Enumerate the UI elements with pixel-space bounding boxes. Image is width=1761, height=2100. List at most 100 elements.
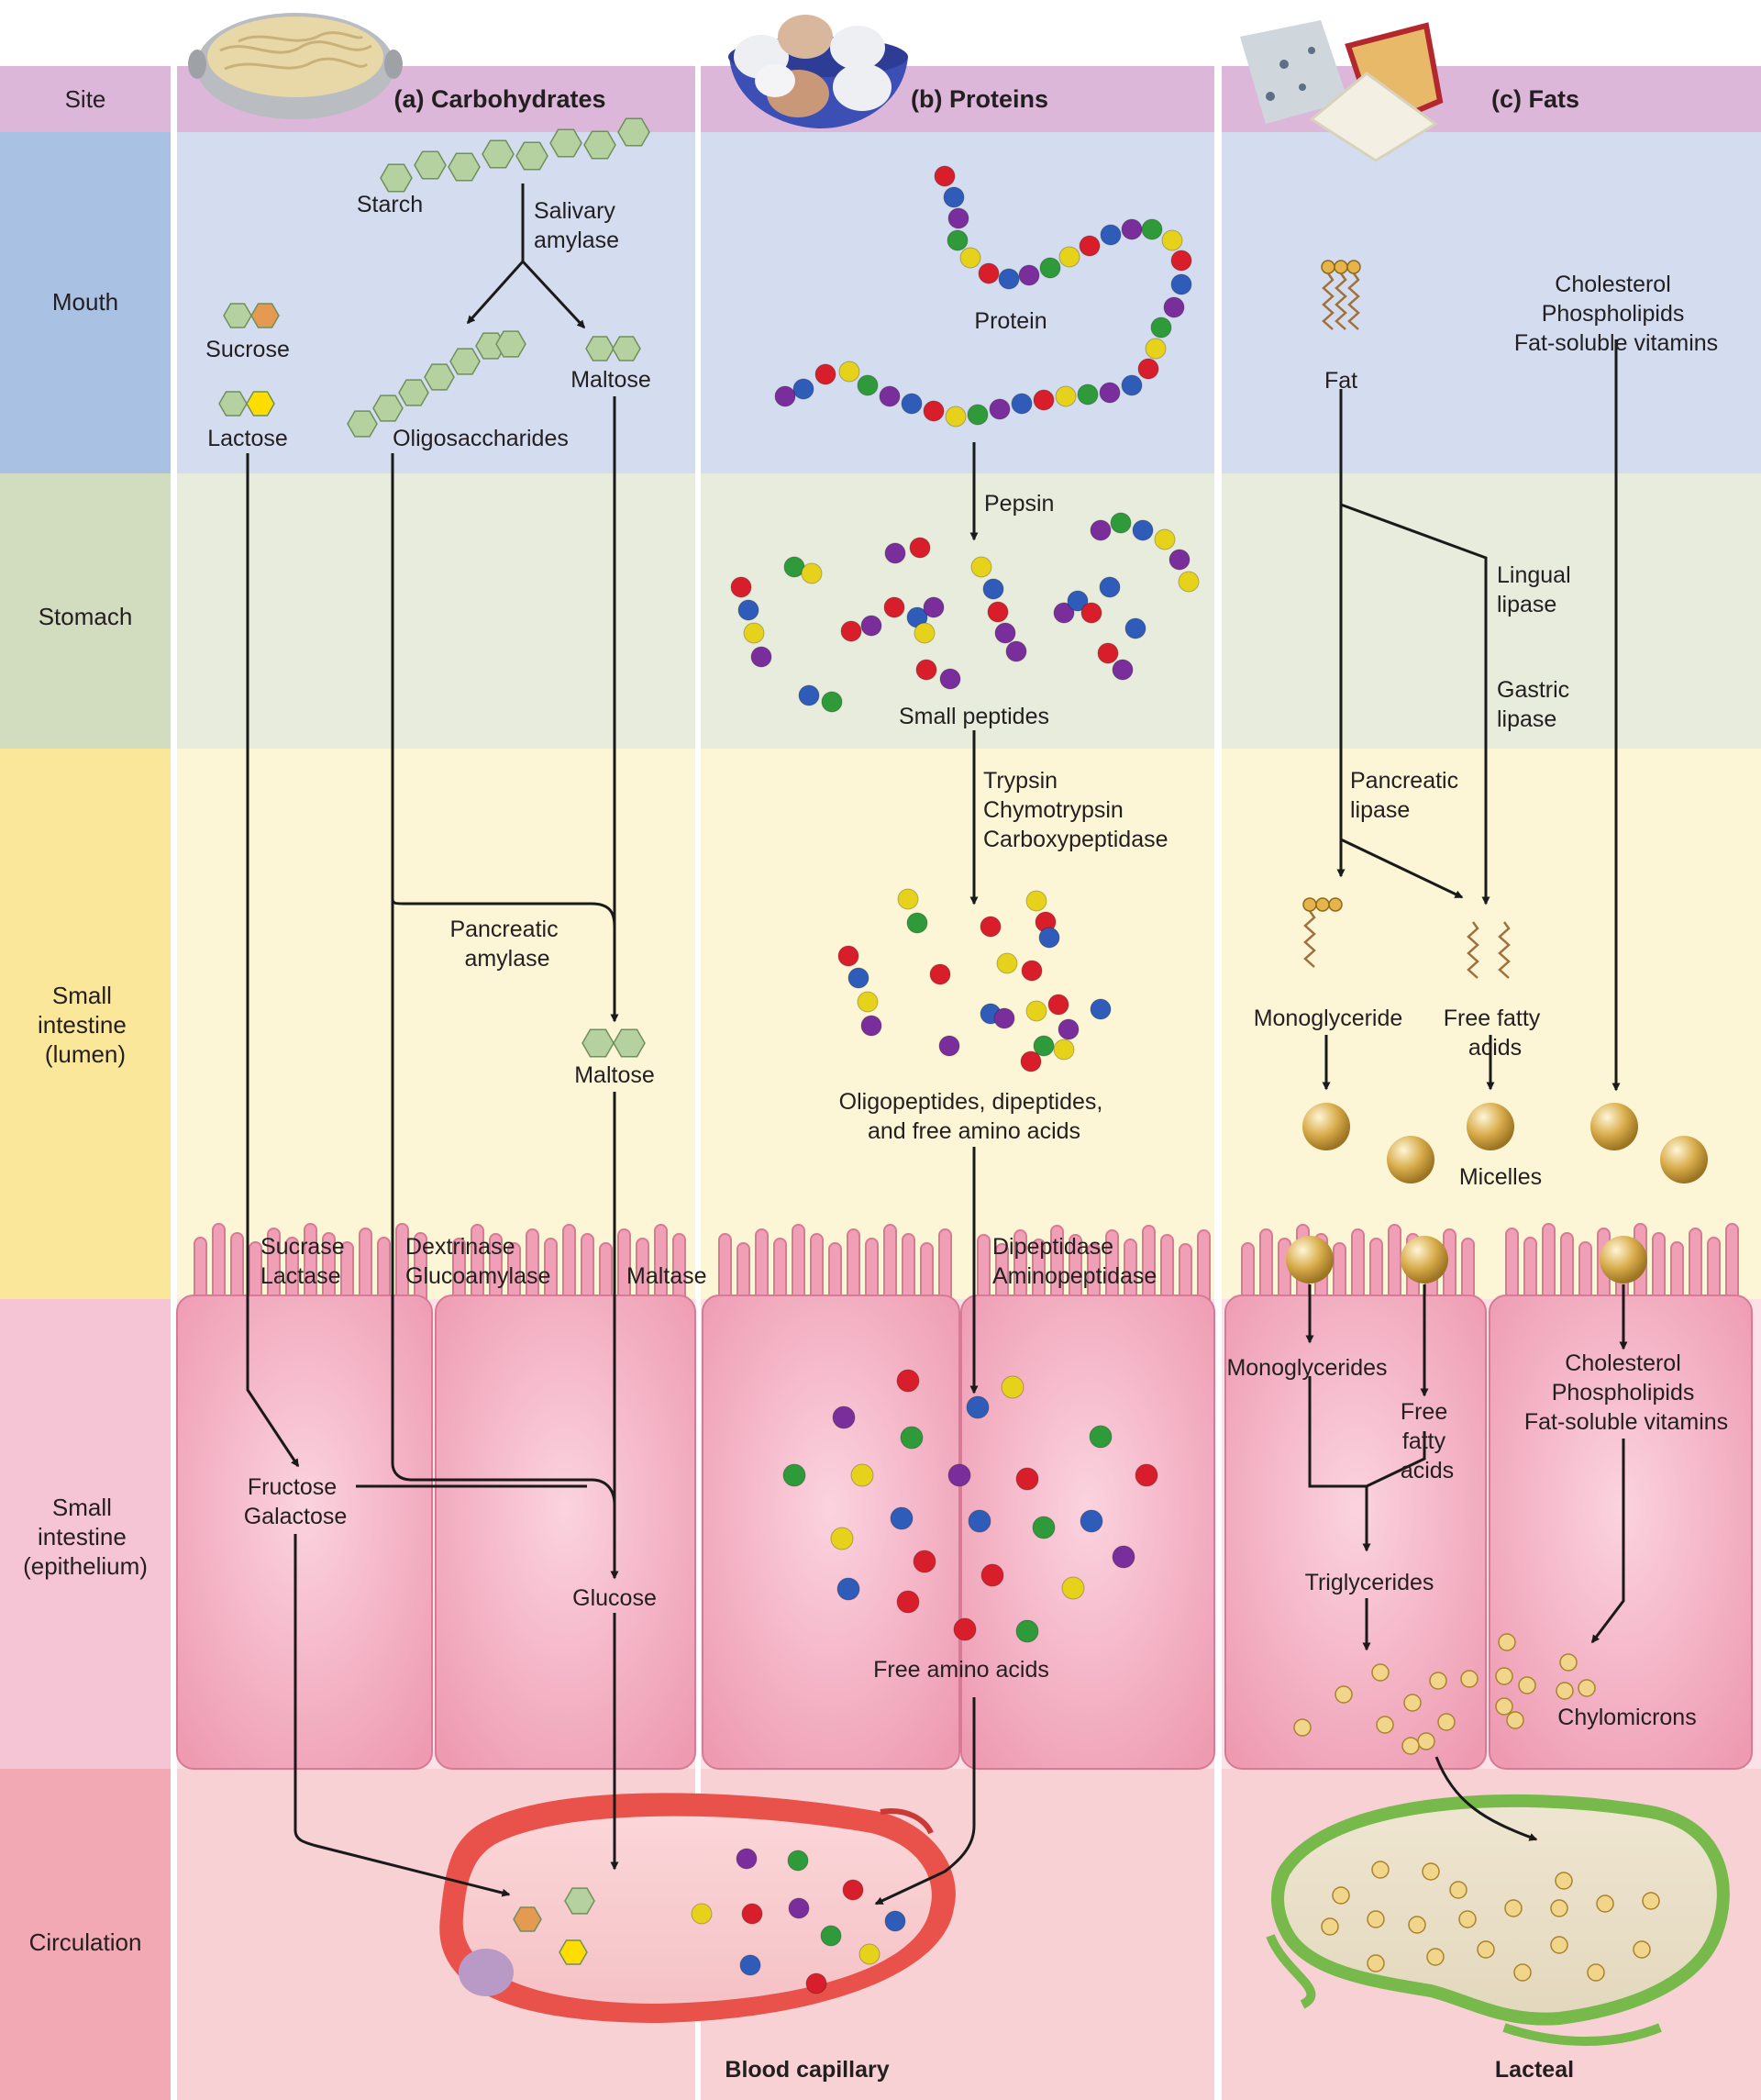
amino-acid [1089, 1425, 1113, 1449]
chylomicron [1556, 1682, 1574, 1700]
chylomicron [1550, 1899, 1568, 1917]
amino-acid [1161, 229, 1183, 251]
sugar-hexagon [583, 130, 616, 160]
amino-acid [1021, 960, 1043, 982]
amino-acid [1097, 642, 1119, 664]
fat-label: Fat [1324, 368, 1357, 394]
amino-acid [782, 1463, 806, 1487]
amino-acid [1150, 317, 1172, 339]
amino-acid [945, 406, 967, 428]
chylomicron [1417, 1732, 1435, 1750]
chylomicron [1293, 1718, 1312, 1737]
amino-acid [1121, 218, 1143, 240]
amino-acid [1145, 338, 1167, 360]
amino-acid [1168, 549, 1191, 571]
amino-acid [1100, 224, 1122, 246]
amino-acid [730, 576, 752, 598]
amino-acid [938, 1035, 960, 1057]
chylomicrons-label: Chylomicrons [1557, 1705, 1696, 1730]
amino-acid [1061, 1576, 1085, 1600]
cholesterol-cell-label: Cholesterol Phospholipids Fat-soluble vi… [1524, 1350, 1728, 1435]
flow-arrows [246, 183, 1628, 1906]
lingual-lipase-label: Lingual lipase [1497, 562, 1578, 617]
amino-acid [1077, 383, 1099, 406]
chylomicron [1408, 1916, 1426, 1934]
amino-acid [947, 229, 969, 251]
column-fats: (c) Fats [1491, 85, 1579, 113]
column-proteins: (b) Proteins [911, 85, 1048, 113]
glycerol-head [1346, 260, 1361, 274]
chylomicron [1518, 1676, 1536, 1694]
chylomicron [1642, 1892, 1660, 1910]
amino-acid [801, 562, 823, 584]
amino-acid [953, 1617, 977, 1641]
sugar-hexagon [250, 303, 280, 328]
amino-acid [968, 1509, 991, 1533]
amino-acid [970, 556, 992, 578]
amino-acid [1154, 528, 1176, 550]
starch-label: Starch [357, 192, 423, 217]
amino-acid [1058, 1018, 1080, 1040]
chylomicron [1422, 1862, 1440, 1881]
amino-acid [896, 1369, 920, 1393]
amino-acid [980, 916, 1002, 938]
amino-acid [923, 596, 945, 618]
micelles [1286, 1103, 1708, 1283]
chylomicron [1633, 1940, 1651, 1959]
amino-acid [1001, 1375, 1024, 1399]
blood-cell-nucleus [459, 1949, 514, 1996]
sugar-hexagon [246, 391, 275, 417]
amino-acid [1170, 250, 1192, 272]
amino-acid [1080, 602, 1102, 624]
amino-acid [929, 963, 951, 985]
protein-label: Protein [974, 308, 1047, 334]
fatty-acid-tail [1467, 921, 1479, 979]
sucrase-lactase-label: Sucrase Lactase [260, 1234, 351, 1289]
chylomicron [1596, 1894, 1614, 1913]
lacteal-label: Lacteal [1495, 2057, 1574, 2083]
amino-acid [1015, 1619, 1039, 1643]
chylomicron [1332, 1886, 1350, 1905]
site-column [0, 66, 171, 2100]
amino-acid [998, 268, 1020, 290]
monoglyceride-label: Monoglyceride [1254, 1006, 1403, 1031]
amino-acid [890, 1506, 914, 1530]
sugar-hexagon [218, 391, 248, 417]
amino-acid [879, 385, 901, 407]
carbohydrate-labels: Starch Salivary amylase Sucrose Lactose … [205, 192, 706, 1611]
oligopeptides-label: Oligopeptides, dipeptides, and free amin… [839, 1089, 1110, 1144]
chylomicron [1559, 1653, 1578, 1672]
amino-acid [1038, 927, 1060, 949]
amino-acid [900, 1426, 924, 1450]
sugar-hexagon [581, 1028, 615, 1058]
amino-acid [1121, 374, 1143, 396]
amino-acid [1124, 617, 1146, 639]
amino-acid [774, 385, 796, 407]
fat-labels: Fat Cholesterol Phospholipids Fat-solubl… [1226, 272, 1728, 1730]
amino-acid [959, 247, 981, 269]
amino-acid [913, 1550, 936, 1573]
pancreatic-lipase-label: Pancreatic lipase [1350, 768, 1465, 823]
sugar-hexagon [398, 379, 429, 406]
amino-acid [1178, 571, 1200, 593]
amino-acid [1090, 998, 1112, 1020]
amino-acid [1055, 385, 1077, 407]
sugar-hexagon [515, 141, 548, 171]
gastric-lipase-label: Gastric lipase [1497, 677, 1576, 732]
sugar-hexagon [482, 139, 515, 169]
chylomicron [1498, 1633, 1516, 1651]
blood-capillary-label: Blood capillary [725, 2057, 889, 2083]
amino-acid [860, 1015, 882, 1037]
amino-acid [943, 186, 965, 208]
fatty-acid-tail [1322, 272, 1335, 330]
free-fatty-acids-label: Free fatty acids [1444, 1006, 1547, 1061]
amino-acid [739, 1954, 761, 1976]
amino-acid [798, 684, 820, 706]
amino-acid [1047, 994, 1069, 1016]
chylomicron [1376, 1716, 1394, 1734]
amino-acid [821, 691, 843, 713]
amino-acid [788, 1897, 810, 1919]
amino-acid [987, 601, 1009, 623]
amino-acid [1099, 576, 1121, 598]
glycerol-head [1328, 897, 1343, 912]
